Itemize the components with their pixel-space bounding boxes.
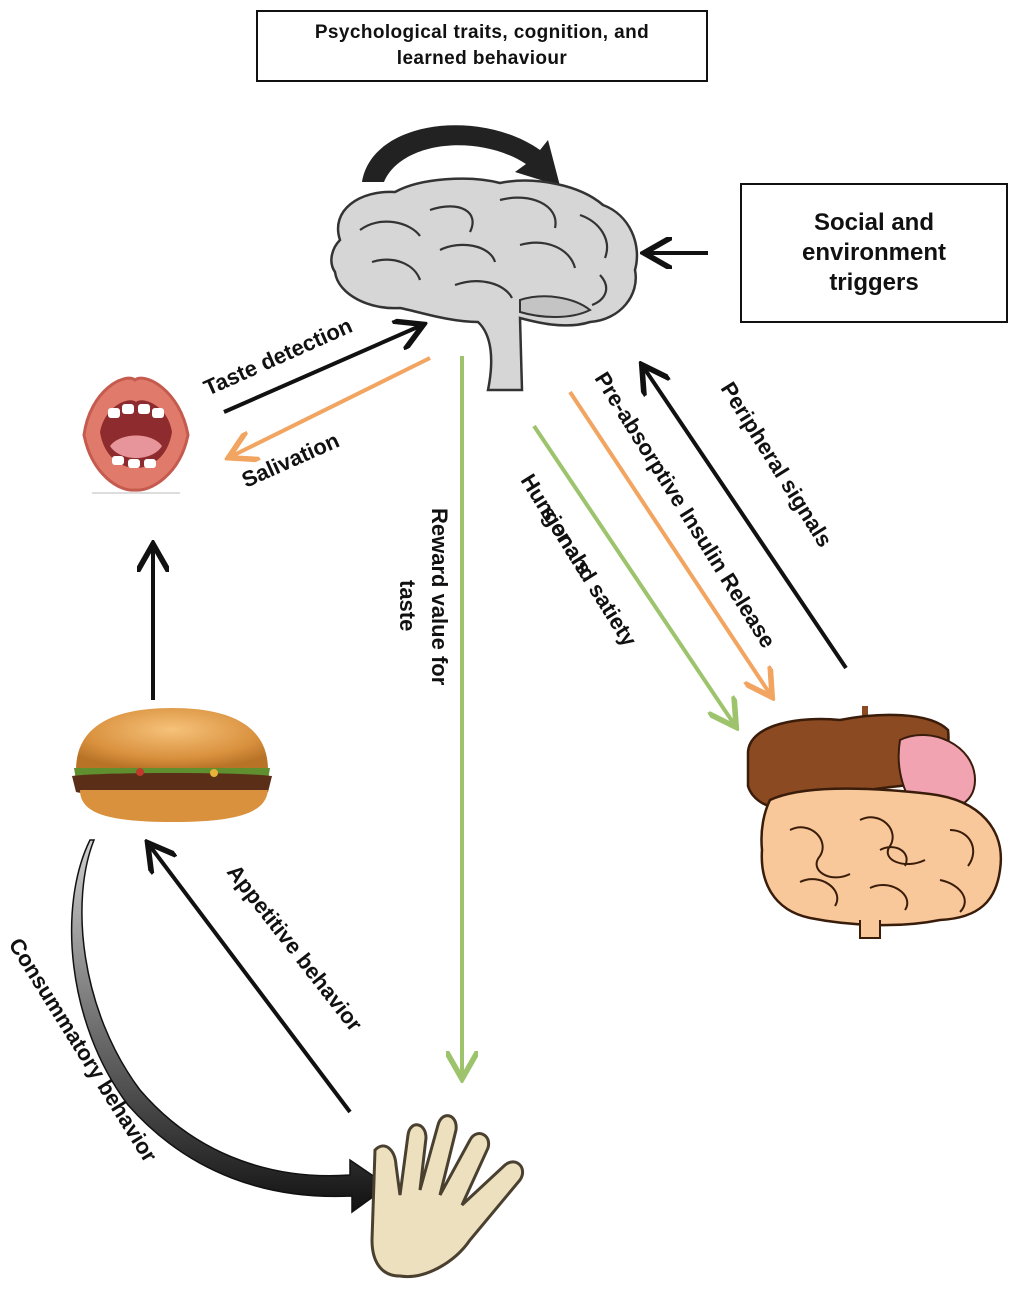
peripheral-label: Peripheral signals	[716, 377, 838, 551]
hunger-label-line2: sionals	[536, 501, 597, 579]
cognition-loop-arrow	[362, 125, 560, 186]
hunger-satiety-arrow	[534, 426, 734, 724]
salivation-label: Salivation	[238, 427, 343, 492]
insulin-arrow	[570, 392, 770, 694]
appetitive-label: Appetitive behavior	[222, 860, 368, 1037]
digestive-organs-icon	[748, 706, 1001, 938]
mouth-icon	[84, 378, 188, 493]
brain-icon	[331, 179, 637, 390]
burger-icon	[72, 708, 272, 822]
hand-icon	[372, 1116, 523, 1277]
reward-label-line2: taste	[395, 580, 420, 631]
reward-label-line1: Reward value for	[427, 508, 452, 686]
